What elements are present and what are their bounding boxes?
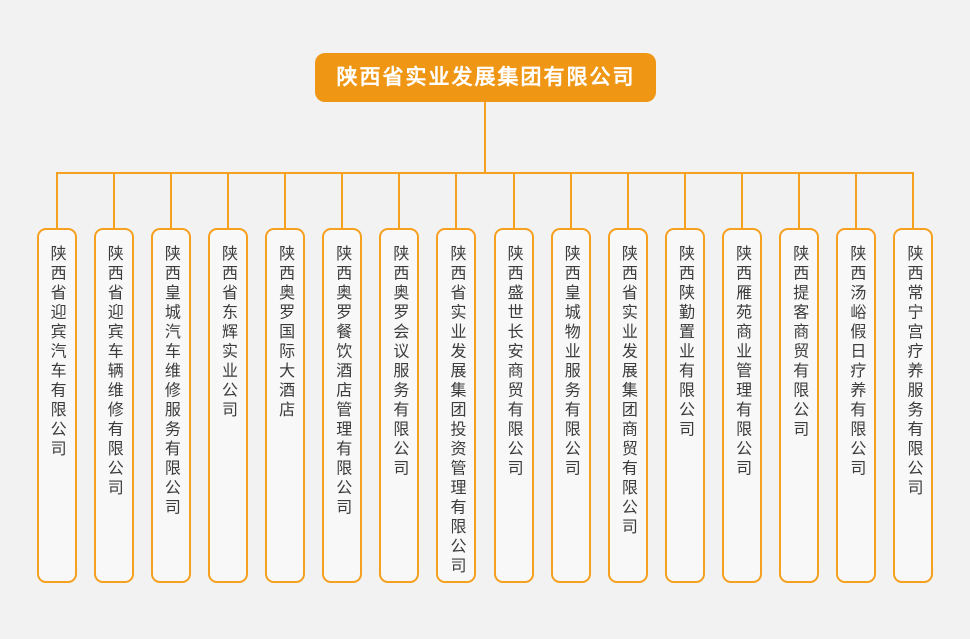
child-column: 陕西陕勤置业有限公司 bbox=[656, 172, 713, 583]
child-node: 陕西陕勤置业有限公司 bbox=[664, 228, 705, 583]
connector-stub bbox=[683, 172, 686, 228]
child-node: 陕西皇城汽车维修服务有限公司 bbox=[150, 228, 191, 583]
child-column: 陕西皇城物业服务有限公司 bbox=[542, 172, 599, 583]
connector-stub bbox=[169, 172, 172, 228]
child-node-label: 陕西省迎宾车辆维修有限公司 bbox=[104, 245, 124, 499]
trunk-connector-line bbox=[484, 102, 486, 172]
child-node-label: 陕西盛世长安商贸有限公司 bbox=[504, 245, 524, 479]
child-node: 陕西奥罗国际大酒店 bbox=[265, 228, 306, 583]
connector-stub bbox=[741, 172, 744, 228]
connector-stub bbox=[512, 172, 515, 228]
child-node: 陕西常宁宫疗养服务有限公司 bbox=[893, 228, 934, 583]
connector-stub bbox=[398, 172, 401, 228]
connector-stub bbox=[626, 172, 629, 228]
rail-connector-line bbox=[56, 172, 914, 174]
children-area: 陕西省迎宾汽车有限公司 陕西省迎宾车辆维修有限公司 陕西皇城汽车维修服务有限公司… bbox=[28, 172, 942, 583]
child-column: 陕西省东辉实业公司 bbox=[199, 172, 256, 583]
child-node-label: 陕西常宁宫疗养服务有限公司 bbox=[904, 245, 924, 499]
child-node: 陕西奥罗餐饮酒店管理有限公司 bbox=[322, 228, 363, 583]
child-node: 陕西省东辉实业公司 bbox=[207, 228, 248, 583]
child-node: 陕西省迎宾车辆维修有限公司 bbox=[93, 228, 134, 583]
child-column: 陕西省实业发展集团商贸有限公司 bbox=[599, 172, 656, 583]
child-column: 陕西雁苑商业管理有限公司 bbox=[714, 172, 771, 583]
child-node: 陕西提客商贸有限公司 bbox=[779, 228, 820, 583]
child-column: 陕西汤峪假日疗养有限公司 bbox=[828, 172, 885, 583]
child-node: 陕西奥罗会议服务有限公司 bbox=[379, 228, 420, 583]
child-column: 陕西常宁宫疗养服务有限公司 bbox=[885, 172, 942, 583]
child-node-label: 陕西雁苑商业管理有限公司 bbox=[733, 245, 753, 479]
child-column: 陕西提客商贸有限公司 bbox=[771, 172, 828, 583]
child-node-label: 陕西省实业发展集团商贸有限公司 bbox=[618, 245, 638, 538]
child-node-label: 陕西奥罗餐饮酒店管理有限公司 bbox=[333, 245, 353, 518]
child-node-label: 陕西省迎宾汽车有限公司 bbox=[47, 245, 67, 460]
child-node: 陕西省实业发展集团商贸有限公司 bbox=[607, 228, 648, 583]
child-column: 陕西省实业发展集团投资管理有限公司 bbox=[428, 172, 485, 583]
child-node: 陕西盛世长安商贸有限公司 bbox=[493, 228, 534, 583]
child-node: 陕西雁苑商业管理有限公司 bbox=[722, 228, 763, 583]
connector-stub bbox=[55, 172, 58, 228]
connector-stub bbox=[455, 172, 458, 228]
child-column: 陕西盛世长安商贸有限公司 bbox=[485, 172, 542, 583]
child-node-label: 陕西陕勤置业有限公司 bbox=[675, 245, 695, 440]
child-column: 陕西奥罗国际大酒店 bbox=[257, 172, 314, 583]
child-node-label: 陕西提客商贸有限公司 bbox=[790, 245, 810, 440]
child-column: 陕西省迎宾车辆维修有限公司 bbox=[85, 172, 142, 583]
child-node: 陕西皇城物业服务有限公司 bbox=[550, 228, 591, 583]
child-node-label: 陕西皇城物业服务有限公司 bbox=[561, 245, 581, 479]
root-node: 陕西省实业发展集团有限公司 bbox=[314, 53, 656, 102]
connector-stub bbox=[569, 172, 572, 228]
child-node-label: 陕西省东辉实业公司 bbox=[218, 245, 238, 421]
child-column: 陕西皇城汽车维修服务有限公司 bbox=[142, 172, 199, 583]
child-node-label: 陕西省实业发展集团投资管理有限公司 bbox=[447, 245, 467, 577]
child-column: 陕西奥罗会议服务有限公司 bbox=[371, 172, 428, 583]
connector-stub bbox=[341, 172, 344, 228]
child-column: 陕西奥罗餐饮酒店管理有限公司 bbox=[314, 172, 371, 583]
child-node: 陕西汤峪假日疗养有限公司 bbox=[836, 228, 877, 583]
root-row: 陕西省实业发展集团有限公司 bbox=[0, 0, 970, 102]
connector-stub bbox=[226, 172, 229, 228]
connector-stub bbox=[284, 172, 287, 228]
connector-stub bbox=[912, 172, 915, 228]
child-node-label: 陕西奥罗国际大酒店 bbox=[276, 245, 296, 421]
child-node: 陕西省实业发展集团投资管理有限公司 bbox=[436, 228, 477, 583]
connector-stub bbox=[112, 172, 115, 228]
child-node-label: 陕西奥罗会议服务有限公司 bbox=[390, 245, 410, 479]
connector-stub bbox=[855, 172, 858, 228]
child-node-label: 陕西皇城汽车维修服务有限公司 bbox=[161, 245, 181, 518]
connector-stub bbox=[798, 172, 801, 228]
children-row: 陕西省迎宾汽车有限公司 陕西省迎宾车辆维修有限公司 陕西皇城汽车维修服务有限公司… bbox=[28, 172, 942, 583]
child-column: 陕西省迎宾汽车有限公司 bbox=[28, 172, 85, 583]
child-node-label: 陕西汤峪假日疗养有限公司 bbox=[847, 245, 867, 479]
child-node: 陕西省迎宾汽车有限公司 bbox=[36, 228, 77, 583]
